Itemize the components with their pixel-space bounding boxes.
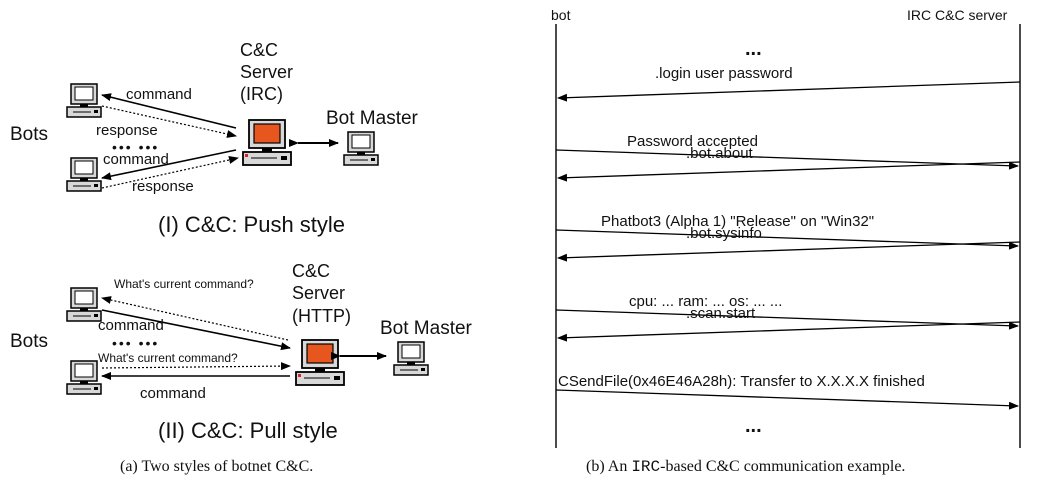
push-command-arrow-top (101, 93, 237, 129)
push-bots-label: Bots (10, 124, 48, 145)
pull-server-label-2: Server (292, 283, 345, 303)
push-response-arrow-bottom (101, 156, 239, 189)
message-label: .scan.start (686, 305, 756, 322)
pull-edge-label-request-top: What's current command? (114, 277, 254, 291)
pull-edge-label-request-bottom: What's current command? (98, 351, 238, 365)
message-arrow-to-server (555, 229, 1019, 250)
figure-a-caption: (a) Two styles of botnet C&C. (120, 458, 313, 475)
pull-edge-label-command-top: command (98, 317, 164, 334)
message-arrow-to-server (555, 389, 1019, 410)
message-arrow-to-bot (557, 81, 1021, 102)
pull-style-diagram: C&C Server (HTTP) Bots Bot Master What's… (10, 261, 473, 443)
pull-bot-master-label: Bot Master (380, 318, 473, 339)
sequence-ellipsis-top: ... (745, 38, 762, 60)
push-edge-label-response-bottom: response (132, 178, 194, 195)
pull-bot-top-computer-icon (66, 287, 102, 322)
figure-b-caption-irc: IRC (631, 458, 660, 476)
pull-bot-master-computer-icon (393, 341, 429, 376)
pull-dots: ••• ••• (112, 335, 159, 351)
message-arrow-to-server (555, 149, 1019, 170)
push-style-diagram: C&C Server (IRC) Bots Bot Master command… (10, 40, 419, 237)
push-server-label-2: Server (240, 62, 293, 82)
pull-server-computer-icon (295, 339, 345, 386)
figure-b-caption-prefix: (b) An (586, 458, 631, 475)
pull-server-label-1: C&C (292, 261, 330, 281)
actor-bot-label: bot (551, 7, 571, 23)
actor-server-label: IRC C&C server (907, 7, 1008, 23)
pull-edge-label-command-bottom: command (140, 385, 206, 402)
push-response-arrow-top (101, 105, 237, 138)
figure-b-caption: (b) An IRC-based C&C communication examp… (586, 458, 905, 476)
pull-server-label-3: (HTTP) (292, 306, 351, 326)
push-edge-label-response-top: response (96, 122, 158, 139)
message-arrow-to-bot (557, 321, 1021, 342)
message-arrow-to-bot (557, 161, 1021, 182)
push-bot-bottom-computer-icon (66, 157, 102, 192)
message-arrow-to-bot (557, 241, 1021, 262)
message-arrow-to-server (555, 309, 1019, 330)
push-edge-label-command-bottom: command (103, 151, 169, 168)
message-label: .bot.sysinfo (686, 225, 762, 242)
message-label: cpu: ... ram: ... os: ... ... (629, 293, 782, 310)
push-dots: ••• ••• (112, 139, 159, 155)
push-bot-master-label: Bot Master (326, 108, 419, 129)
sequence-ellipsis-bottom: ... (745, 415, 762, 437)
push-server-computer-icon (242, 119, 292, 166)
message-label: .login user password (655, 65, 793, 82)
push-server-label-3: (IRC) (240, 84, 283, 104)
push-command-arrow-bottom (101, 149, 237, 181)
push-style-title: (I) C&C: Push style (158, 212, 345, 237)
pull-command-arrow-top (101, 309, 291, 351)
push-bot-master-computer-icon (343, 131, 379, 166)
message-label: .bot.about (686, 145, 754, 162)
message-label: CSendFile(0x46E46A28h): Transfer to X.X.… (558, 373, 925, 390)
irc-sequence-diagram: bot IRC C&C server ... .login user passw… (551, 7, 1021, 448)
message-label: Phatbot3 (Alpha 1) "Release" on "Win32" (601, 213, 874, 230)
pull-request-arrow-bottom (101, 362, 291, 371)
push-edge-label-command-top: command (126, 86, 192, 103)
pull-bots-label: Bots (10, 331, 48, 352)
pull-bot-bottom-computer-icon (66, 360, 102, 395)
push-bot-top-computer-icon (66, 83, 102, 118)
push-server-label-1: C&C (240, 40, 278, 60)
figure-b-caption-suffix: -based C&C communication example. (660, 458, 905, 475)
pull-style-title: (II) C&C: Pull style (158, 418, 338, 443)
message-label: Password accepted (627, 133, 758, 150)
